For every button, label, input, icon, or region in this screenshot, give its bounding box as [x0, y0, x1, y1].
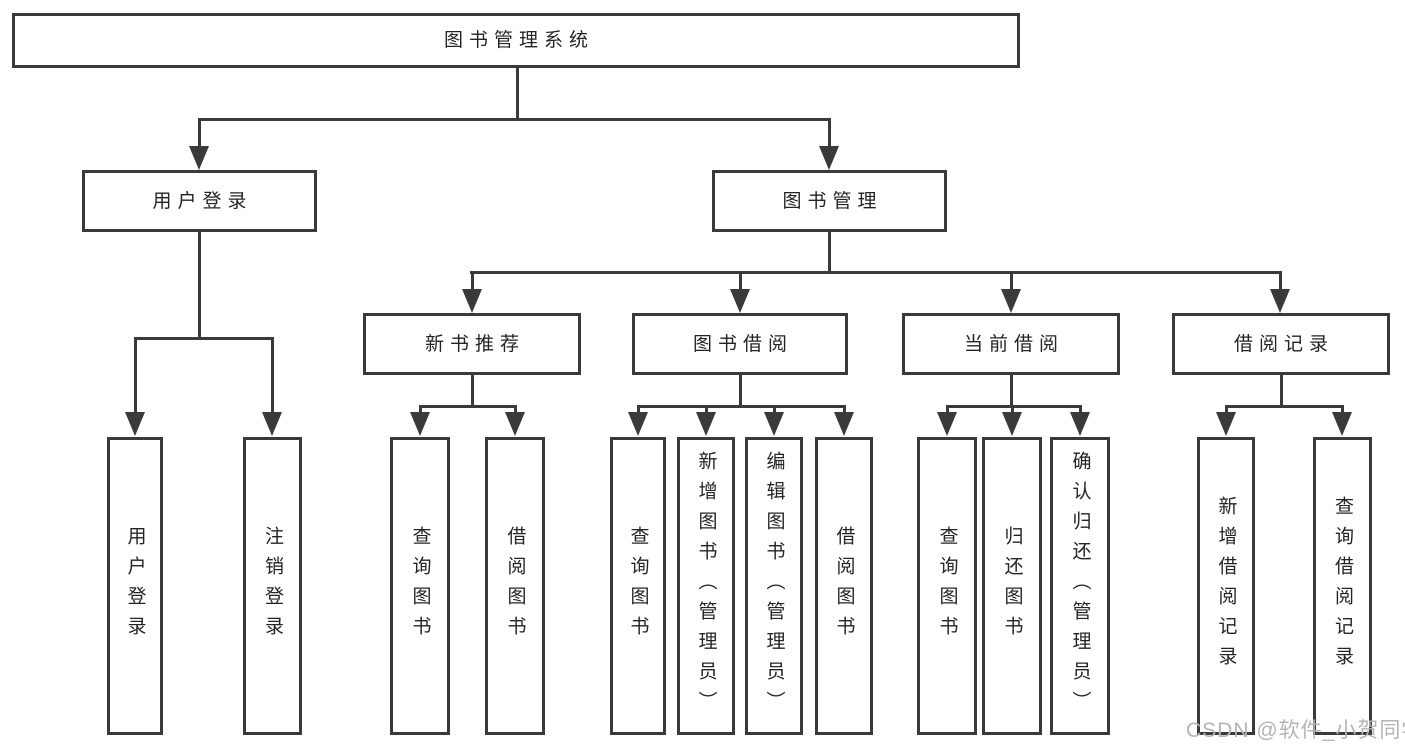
arrowhead-leaf-query-book-3 — [937, 412, 957, 436]
connector-user-login-drop-2 — [271, 337, 274, 414]
node-borrow-records: 借阅记录 — [1172, 313, 1390, 375]
connector-book-borrow-drop-2 — [705, 405, 708, 415]
csdn-watermark: CSDN @软件_小贺同学 — [1186, 719, 1405, 742]
arrowhead-leaf-borrow-book-1 — [505, 412, 525, 436]
leaf-user-login: 用户登录 — [107, 437, 163, 735]
connector-root-drop-left — [198, 118, 201, 150]
arrowhead-new-book-recommend — [462, 289, 482, 313]
connector-user-login-drop-1 — [134, 337, 137, 414]
connector-current-borrow-stem — [1010, 375, 1013, 408]
connector-book-borrow-drop-4 — [843, 405, 846, 415]
connector-current-borrow-drop-1 — [946, 405, 949, 415]
leaf-borrow-book: 借阅图书 — [815, 437, 873, 735]
node-root: 图书管理系统 — [12, 13, 1020, 68]
arrowhead-book-borrow — [730, 289, 750, 313]
connector-drop-borrow-records — [1279, 271, 1282, 291]
leaf-query-book-current-label: 查询图书 — [936, 526, 958, 646]
connector-book-borrow-drop-1 — [637, 405, 640, 415]
leaf-edit-book-admin-label: 编辑图书（管理员） — [763, 451, 785, 721]
connector-current-borrow-drop-2 — [1011, 405, 1014, 415]
leaf-add-book-admin-label: 新增图书（管理员） — [695, 451, 717, 721]
leaf-borrow-book-recommend: 借阅图书 — [485, 437, 545, 735]
connector-borrow-records-drop-2 — [1341, 405, 1344, 415]
leaf-confirm-return-admin: 确认归还（管理员） — [1050, 437, 1110, 735]
leaf-borrow-book-recommend-label: 借阅图书 — [504, 526, 526, 646]
node-user-login-label: 用户登录 — [152, 190, 253, 212]
node-book-borrow-label: 图书借阅 — [692, 333, 793, 355]
leaf-add-borrow-record: 新增借阅记录 — [1197, 437, 1255, 735]
leaf-query-borrow-record-label: 查询借阅记录 — [1332, 496, 1353, 676]
leaf-return-book: 归还图书 — [982, 437, 1042, 735]
connector-borrow-records-crossbar — [1225, 405, 1344, 408]
leaf-logout: 注销登录 — [243, 437, 302, 735]
node-book-borrow: 图书借阅 — [632, 313, 848, 375]
connector-current-borrow-drop-3 — [1079, 405, 1082, 415]
connector-book-management-stem — [828, 232, 831, 274]
connector-drop-current-borrow — [1010, 271, 1013, 291]
node-book-management: 图书管理 — [712, 170, 947, 232]
leaf-return-book-label: 归还图书 — [1001, 526, 1023, 646]
node-current-borrow-label: 当前借阅 — [963, 333, 1064, 355]
arrowhead-leaf-user-login — [125, 412, 145, 436]
leaf-query-book-recommend-label: 查询图书 — [409, 526, 431, 646]
connector-drop-new-book — [471, 271, 474, 291]
leaf-edit-book-admin: 编辑图书（管理员） — [745, 437, 803, 735]
arrowhead-leaf-borrow-book-2 — [834, 412, 854, 436]
connector-book-borrow-stem — [739, 375, 742, 408]
arrowhead-leaf-logout — [262, 412, 282, 436]
node-user-login: 用户登录 — [82, 170, 317, 232]
leaf-logout-label: 注销登录 — [262, 526, 283, 646]
connector-current-borrow-crossbar — [946, 405, 1082, 408]
arrowhead-leaf-return-book — [1002, 412, 1022, 436]
connector-new-book-crossbar — [419, 405, 517, 408]
leaf-query-book-recommend: 查询图书 — [390, 437, 450, 735]
leaf-query-book-borrow: 查询图书 — [610, 437, 666, 735]
connector-user-login-crossbar — [134, 337, 274, 340]
leaf-query-book-borrow-label: 查询图书 — [627, 526, 649, 646]
leaf-query-book-current: 查询图书 — [917, 437, 977, 735]
connector-new-book-drop-1 — [419, 405, 422, 415]
connector-user-login-stem — [198, 232, 201, 340]
leaf-borrow-book-label: 借阅图书 — [833, 526, 855, 646]
arrowhead-leaf-confirm-return — [1070, 412, 1090, 436]
node-current-borrow: 当前借阅 — [902, 313, 1120, 375]
arrowhead-current-borrow — [1001, 289, 1021, 313]
connector-book-borrow-drop-3 — [773, 405, 776, 415]
arrowhead-leaf-edit-book — [764, 412, 784, 436]
node-new-book-recommend-label: 新书推荐 — [424, 333, 525, 355]
node-book-management-label: 图书管理 — [782, 190, 883, 212]
arrowhead-leaf-add-record — [1216, 412, 1236, 436]
connector-new-book-drop-2 — [514, 405, 517, 415]
connector-root-crossbar — [198, 118, 831, 121]
leaf-user-login-label: 用户登录 — [124, 526, 146, 646]
connector-new-book-stem — [471, 375, 474, 408]
node-root-label: 图书管理系统 — [443, 30, 594, 51]
connector-book-management-crossbar — [470, 271, 1282, 274]
arrowhead-borrow-records — [1270, 289, 1290, 313]
leaf-confirm-return-admin-label: 确认归还（管理员） — [1069, 451, 1091, 721]
leaf-add-book-admin: 新增图书（管理员） — [677, 437, 735, 735]
leaf-add-borrow-record-label: 新增借阅记录 — [1215, 496, 1237, 676]
connector-root-stem — [516, 68, 519, 121]
connector-book-borrow-crossbar — [637, 405, 846, 408]
arrowhead-leaf-query-book-2 — [628, 412, 648, 436]
connector-root-drop-right — [828, 118, 831, 150]
node-borrow-records-label: 借阅记录 — [1233, 333, 1334, 355]
arrowhead-book-management — [819, 146, 839, 170]
arrowhead-leaf-query-record — [1332, 412, 1352, 436]
connector-borrow-records-stem — [1280, 375, 1283, 408]
arrowhead-leaf-query-book-1 — [410, 412, 430, 436]
node-new-book-recommend: 新书推荐 — [363, 313, 581, 375]
connector-drop-book-borrow — [739, 271, 742, 291]
arrowhead-leaf-add-book — [696, 412, 716, 436]
connector-borrow-records-drop-1 — [1225, 405, 1228, 415]
arrowhead-user-login — [189, 146, 209, 170]
leaf-query-borrow-record: 查询借阅记录 — [1313, 437, 1372, 735]
